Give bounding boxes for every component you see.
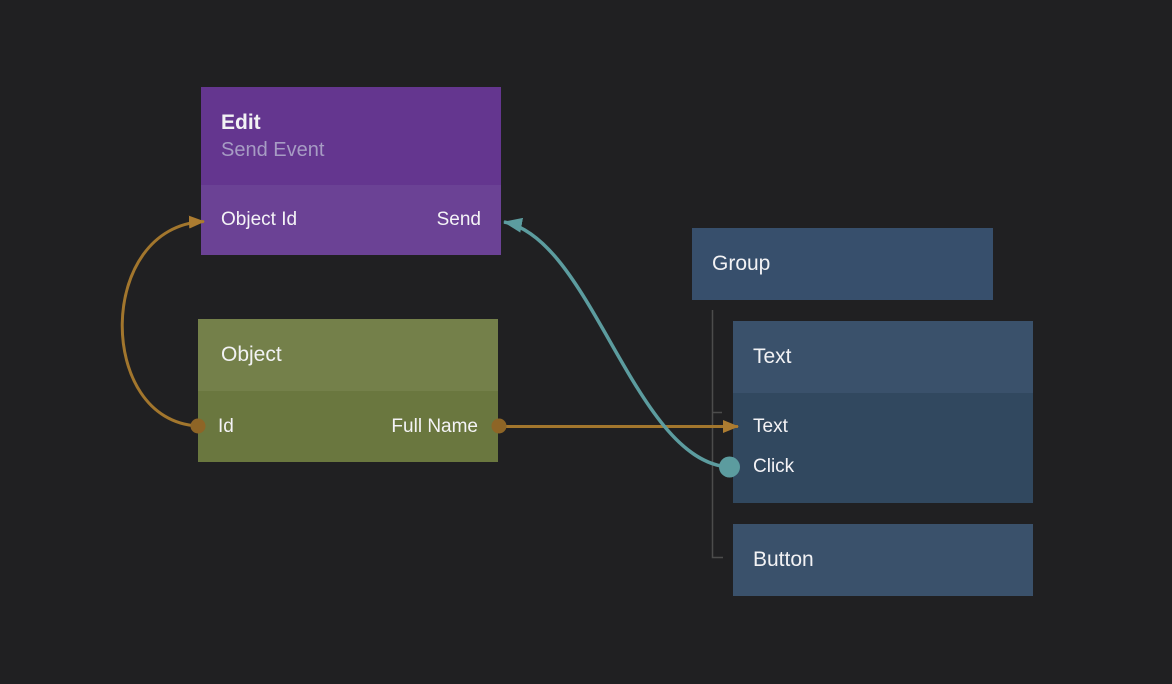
node-text-header[interactable]: Text	[733, 321, 1033, 393]
node-group-header[interactable]: Group	[692, 228, 993, 300]
node-title: Group	[712, 252, 771, 275]
node-text[interactable]: Text Text Click	[733, 321, 1033, 503]
node-edit-header[interactable]: Edit Send Event	[201, 87, 501, 185]
node-object-header[interactable]: Object	[198, 319, 498, 391]
port-object-id[interactable]: Object Id	[221, 209, 298, 230]
node-edit-ports: Object Id Send	[201, 185, 501, 255]
port-id[interactable]: Id	[218, 415, 234, 437]
port-click[interactable]: Click	[753, 456, 795, 477]
node-title: Text	[753, 345, 792, 368]
node-title: Edit	[221, 111, 261, 134]
port-full-name[interactable]: Full Name	[391, 415, 478, 437]
node-title: Button	[753, 548, 814, 571]
node-title: Object	[221, 343, 282, 366]
group-tree-line	[711, 310, 723, 559]
node-object-ports: Id Full Name	[198, 391, 498, 462]
node-text-ports: Text Click	[733, 393, 1033, 503]
node-edit[interactable]: Edit Send Event Object Id Send	[201, 87, 501, 255]
node-button-header[interactable]: Button	[733, 524, 1033, 596]
wire-object-id-to-edit-object-id[interactable]	[120, 215, 205, 428]
port-text[interactable]: Text	[753, 416, 788, 437]
port-send[interactable]: Send	[436, 209, 481, 230]
node-object[interactable]: Object Id Full Name	[198, 319, 498, 462]
node-subtitle: Send Event	[221, 139, 325, 161]
node-button[interactable]: Button	[733, 524, 1033, 596]
node-group[interactable]: Group	[692, 228, 993, 300]
